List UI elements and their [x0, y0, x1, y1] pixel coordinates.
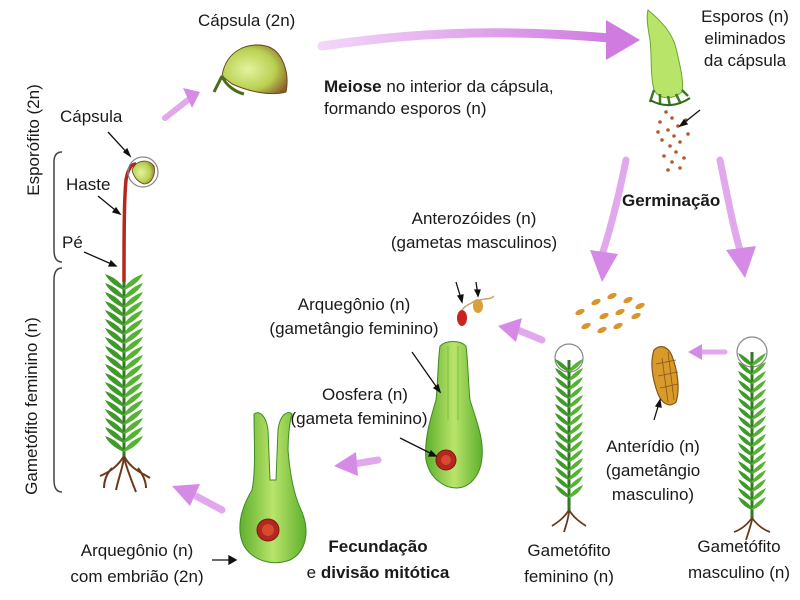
label-arquegonio-emb-line-1: Arquegônio (n): [80, 541, 194, 560]
spore-dot: [678, 140, 682, 144]
arrow-germination-left: [590, 156, 630, 282]
male-gamete: [607, 292, 617, 300]
spore-dot: [656, 130, 660, 134]
arrow-male-to-antheridium: [688, 344, 728, 360]
label-anterozoides-line-2: (gametas masculinos): [390, 233, 558, 252]
female-gametophyte-roots: [551, 509, 587, 533]
spore-dot: [670, 116, 674, 120]
label-gametofito-masc-line-2: masculino (n): [687, 563, 791, 582]
label-haste: Haste: [66, 175, 111, 194]
label-arquegonio-line-2: (gametângio feminino): [269, 319, 439, 338]
left-plant-roots: [99, 455, 151, 493]
arrow-germination-right: [716, 156, 756, 278]
label-fecundacao-line-2: e divisão mitótica: [296, 562, 460, 583]
spore-dot: [666, 168, 670, 172]
label-gametofito-masc-line-1: Gametófito: [697, 537, 781, 556]
label-anteridio-line-1: Anterídio (n): [606, 437, 700, 456]
arrow-meiosis: [317, 20, 640, 60]
label-anterozoides-line-1: Anterozóides (n): [411, 209, 537, 228]
male-gametophyte-roots: [733, 517, 771, 541]
male-gamete: [623, 296, 633, 304]
spore-dot: [672, 134, 676, 138]
male-gamete: [575, 308, 585, 316]
label-oosfera-line-2: (gameta feminino): [290, 409, 428, 428]
label-fecundacao-e: e: [306, 563, 321, 582]
male-gamete: [631, 312, 641, 320]
label-esporos-line-1: Esporos (n): [701, 7, 789, 26]
spore-dot: [674, 150, 678, 154]
label-arquegonio-line-1: Arquegônio (n): [297, 295, 411, 314]
label-gametofito-fem-line-1: Gametófito: [527, 541, 611, 560]
male-gamete: [599, 312, 609, 320]
male-gamete: [591, 298, 601, 306]
arrow-female-to-archegonium: [498, 318, 546, 344]
arrow-to-capsule: [162, 88, 200, 121]
label-meiose-line-2: formando esporos (n): [324, 99, 487, 118]
spore-dot: [664, 110, 668, 114]
label-pe: Pé: [62, 233, 83, 252]
spore-dot: [668, 144, 672, 148]
male-gametes-cluster: [575, 292, 645, 334]
male-gamete: [613, 322, 623, 330]
label-germinacao: Germinação: [622, 191, 721, 210]
label-esporos-line-3: da cápsula: [703, 51, 787, 70]
spore-dot: [662, 154, 666, 158]
male-gamete: [597, 326, 607, 334]
label-oosfera-line-1: Oosfera (n): [322, 385, 408, 404]
archegonium-illustration: [425, 341, 483, 489]
arrow-to-embryo: [334, 452, 382, 476]
label-meiose-rest-1: no interior da cápsula,: [381, 77, 554, 96]
male-gamete: [615, 308, 625, 316]
label-fecundacao-line-1: Fecundação: [328, 537, 428, 556]
spore-dot: [658, 120, 662, 124]
female-gametophyte-illustration: [554, 343, 584, 512]
capsule-2n-illustration: [212, 44, 288, 96]
pointer-lines: [83, 109, 701, 566]
label-capsula-2n: Cápsula (2n): [198, 11, 296, 30]
bracket-esporofito: [53, 151, 63, 263]
arrow-to-sporophyte: [172, 484, 226, 514]
spore-dot: [670, 160, 674, 164]
label-esporofito-side: Esporófito (2n): [24, 84, 43, 196]
label-anteridio-line-3: masculino): [611, 485, 695, 504]
label-meiose-bold: Meiose: [324, 77, 382, 96]
bracket-gametofito: [53, 267, 63, 493]
spore-dot: [678, 166, 682, 170]
spore-capsule-illustration: [646, 9, 691, 107]
label-esporos-line-2: eliminados: [704, 29, 786, 48]
label-gametofito-feminino-side: Gametófito feminino (n): [22, 317, 41, 495]
male-gamete: [635, 302, 645, 310]
label-arquegonio-emb-line-2: com embrião (2n): [70, 567, 204, 586]
spore-dot: [666, 128, 670, 132]
label-gametofito-fem-line-2: feminino (n): [524, 567, 614, 586]
label-meiose-line-1: Meiose no interior da cápsula,: [324, 76, 554, 97]
label-divisao-mitotica: divisão mitótica: [320, 563, 450, 582]
spore-dot: [686, 132, 690, 136]
archegonium-embryo-illustration: [239, 412, 307, 564]
spore-dots: [656, 110, 690, 172]
label-anteridio-line-2: (gametângio: [605, 461, 701, 480]
antheridium-illustration: [651, 346, 679, 406]
anterozoides-illustration: [457, 295, 495, 326]
male-gamete: [581, 322, 591, 330]
spore-dot: [682, 156, 686, 160]
label-capsula: Cápsula: [60, 107, 123, 126]
spore-dot: [660, 138, 664, 142]
